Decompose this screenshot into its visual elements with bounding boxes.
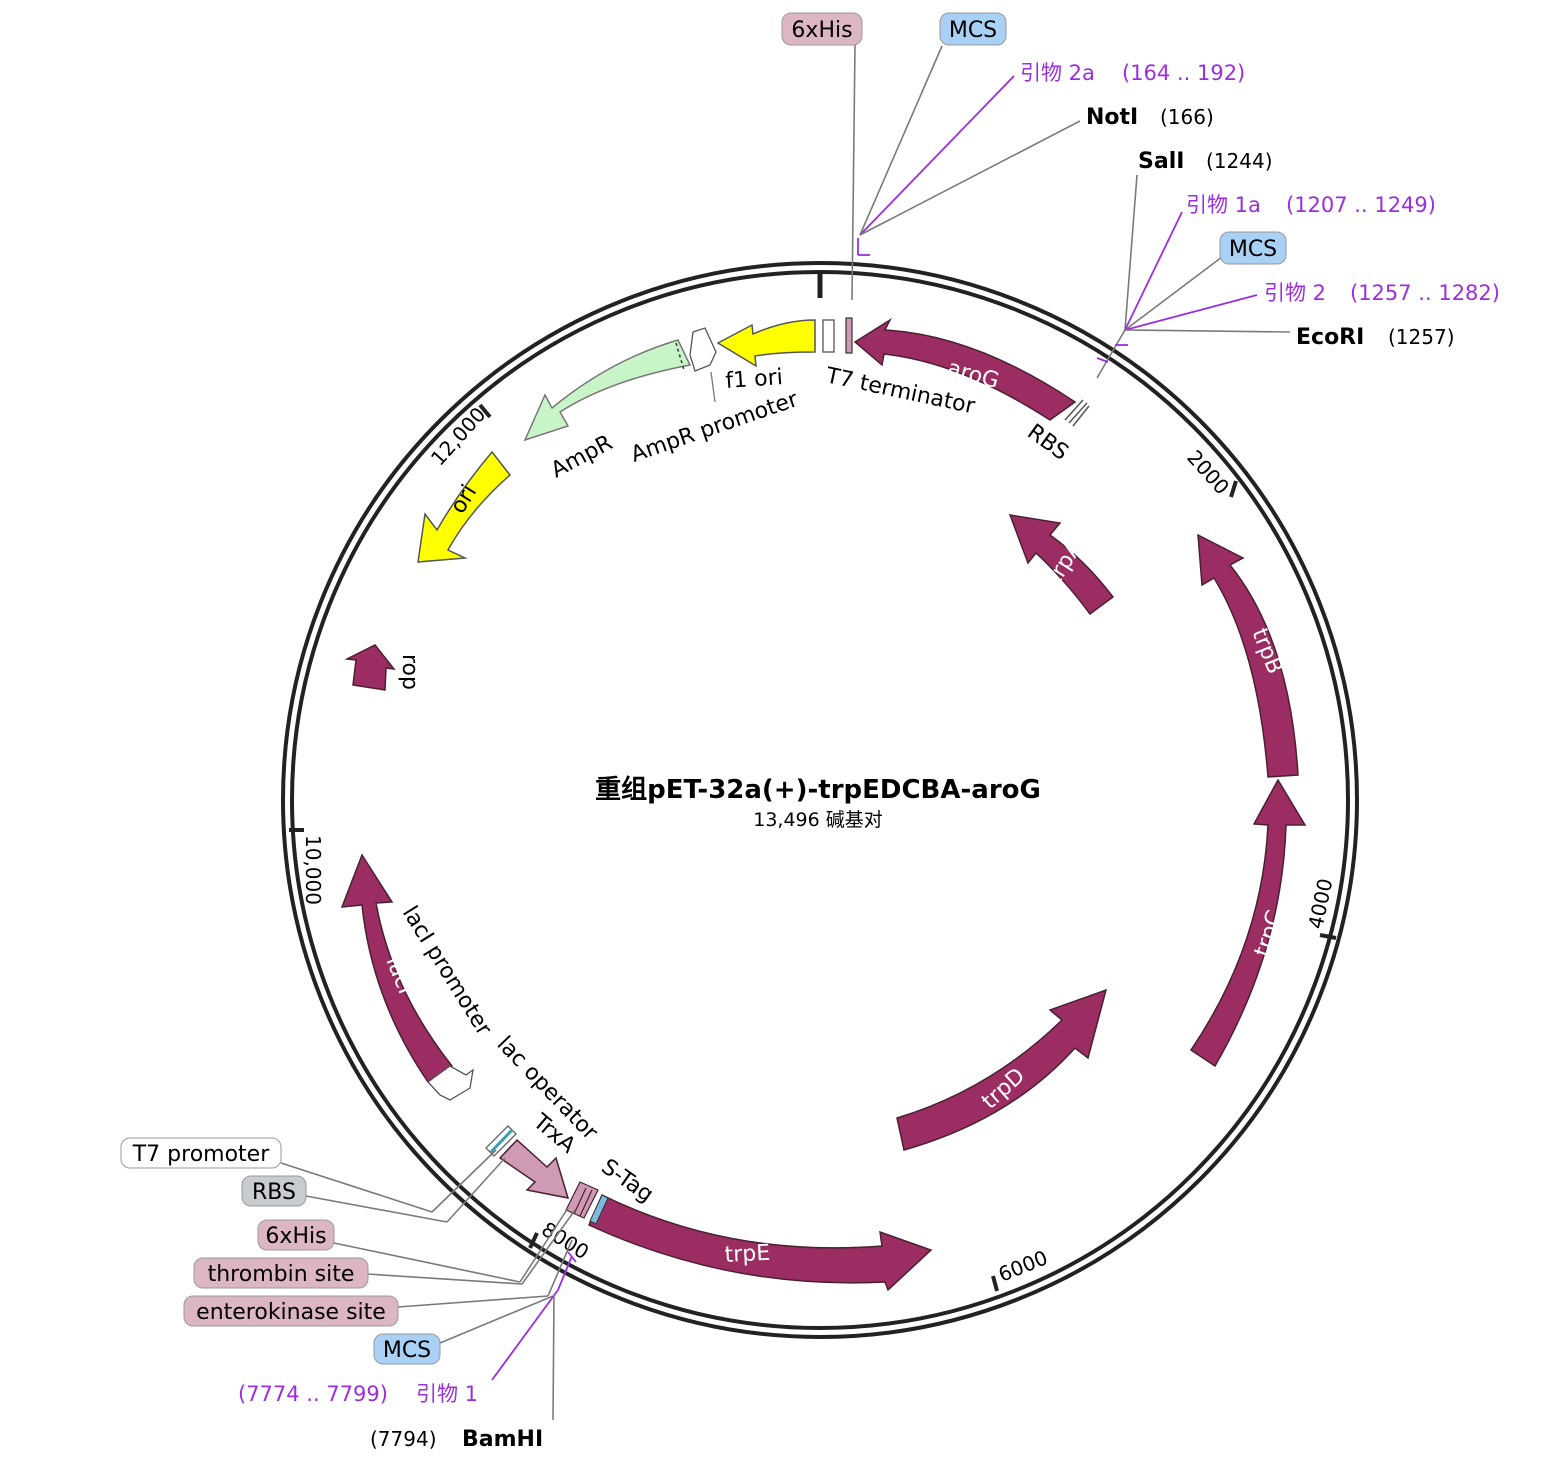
ecori-pos: (1257)	[1388, 325, 1455, 349]
gene-trpb[interactable]: trpB	[1197, 533, 1299, 778]
primer2a-range: (164 .. 192)	[1122, 61, 1245, 85]
plasmid-title: 重组pET-32a(+)-trpEDCBA-aroG	[595, 774, 1041, 805]
bamhi-name[interactable]: BamHI	[462, 1427, 543, 1452]
rbs-badge-text: RBS	[252, 1180, 296, 1205]
primer1a-name[interactable]: 引物 1a	[1186, 193, 1261, 217]
tick-mark-12000	[478, 403, 492, 419]
gene-ampr-label: AmpR	[547, 430, 617, 483]
t7-promoter-text: T7 promoter	[132, 1142, 270, 1167]
f1-origin-label: f1 ori	[725, 365, 784, 394]
thrombin-site-badge[interactable]: thrombin site	[193, 1257, 369, 1289]
bamhi-pos: (7794)	[370, 1427, 437, 1451]
top-his-text: 6xHis	[791, 18, 852, 43]
primer2a-name[interactable]: 引物 2a	[1020, 61, 1095, 85]
origin-ori[interactable]: ori	[417, 450, 512, 563]
top-label-group	[851, 44, 1081, 301]
plasmid-size: 13,496 碱基对	[753, 809, 883, 831]
right-mcs-badge[interactable]: MCS	[1219, 231, 1287, 265]
right-mcs-text: MCS	[1229, 237, 1277, 262]
primer1-name[interactable]: 引物 1	[416, 1382, 478, 1406]
rbs-badge[interactable]: RBS	[241, 1175, 307, 1207]
gene-trpa[interactable]: trpA	[1008, 514, 1115, 616]
primer1a-range: (1207 .. 1249)	[1286, 193, 1436, 217]
rbs-arog-label: RBS	[1022, 420, 1072, 466]
enterokinase-site-badge[interactable]: enterokinase site	[183, 1295, 399, 1327]
right-label-group	[1096, 174, 1291, 379]
gene-rop-label: rop	[397, 654, 422, 690]
tick-label-2000: 2000	[1182, 445, 1234, 499]
bottom-his-badge[interactable]: 6xHis	[257, 1219, 335, 1251]
top-mcs-text: MCS	[949, 18, 997, 43]
gene-rop[interactable]: rop	[344, 644, 422, 691]
t7-promoter-badge[interactable]: T7 promoter	[120, 1137, 282, 1169]
thrombin-site-text: thrombin site	[208, 1262, 355, 1287]
bottom-mcs-badge[interactable]: MCS	[373, 1333, 441, 1365]
tick-mark-8000	[528, 1232, 539, 1249]
sali-name[interactable]: SalI	[1138, 149, 1184, 174]
bottom-mcs-text: MCS	[383, 1338, 431, 1363]
sali-pos: (1244)	[1206, 149, 1273, 173]
gene-trpd[interactable]: trpD	[896, 988, 1108, 1151]
gene-trpe-label: trpE	[724, 1241, 771, 1268]
tick-label-10000: 10,000	[301, 835, 325, 905]
gene-ampr[interactable]: AmpR	[523, 339, 692, 483]
bottom-label-group	[280, 1149, 577, 1421]
primer1-range: (7774 .. 7799)	[238, 1382, 388, 1406]
gene-trpc[interactable]: trpC	[1189, 778, 1307, 1068]
noti-pos: (166)	[1160, 105, 1214, 129]
ecori-name[interactable]: EcoRI	[1296, 325, 1364, 350]
tick-mark-4000	[1319, 933, 1337, 940]
tick-mark-6000	[991, 1275, 999, 1292]
f1-origin[interactable]: f1 ori	[716, 319, 816, 394]
top-mcs-badge[interactable]: MCS	[939, 12, 1007, 46]
top-his-badge[interactable]: 6xHis	[781, 12, 863, 46]
tick-mark-2000	[1229, 480, 1238, 498]
bottom-his-text: 6xHis	[265, 1224, 326, 1249]
primer2-range: (1257 .. 1282)	[1350, 281, 1500, 305]
laci-promoter[interactable]: lacI promoter	[397, 902, 497, 1101]
noti-name[interactable]: NotI	[1086, 105, 1138, 130]
gene-trpe[interactable]: trpE	[588, 1193, 933, 1292]
enterokinase-site-text: enterokinase site	[196, 1300, 386, 1325]
primer2-name[interactable]: 引物 2	[1264, 281, 1326, 305]
